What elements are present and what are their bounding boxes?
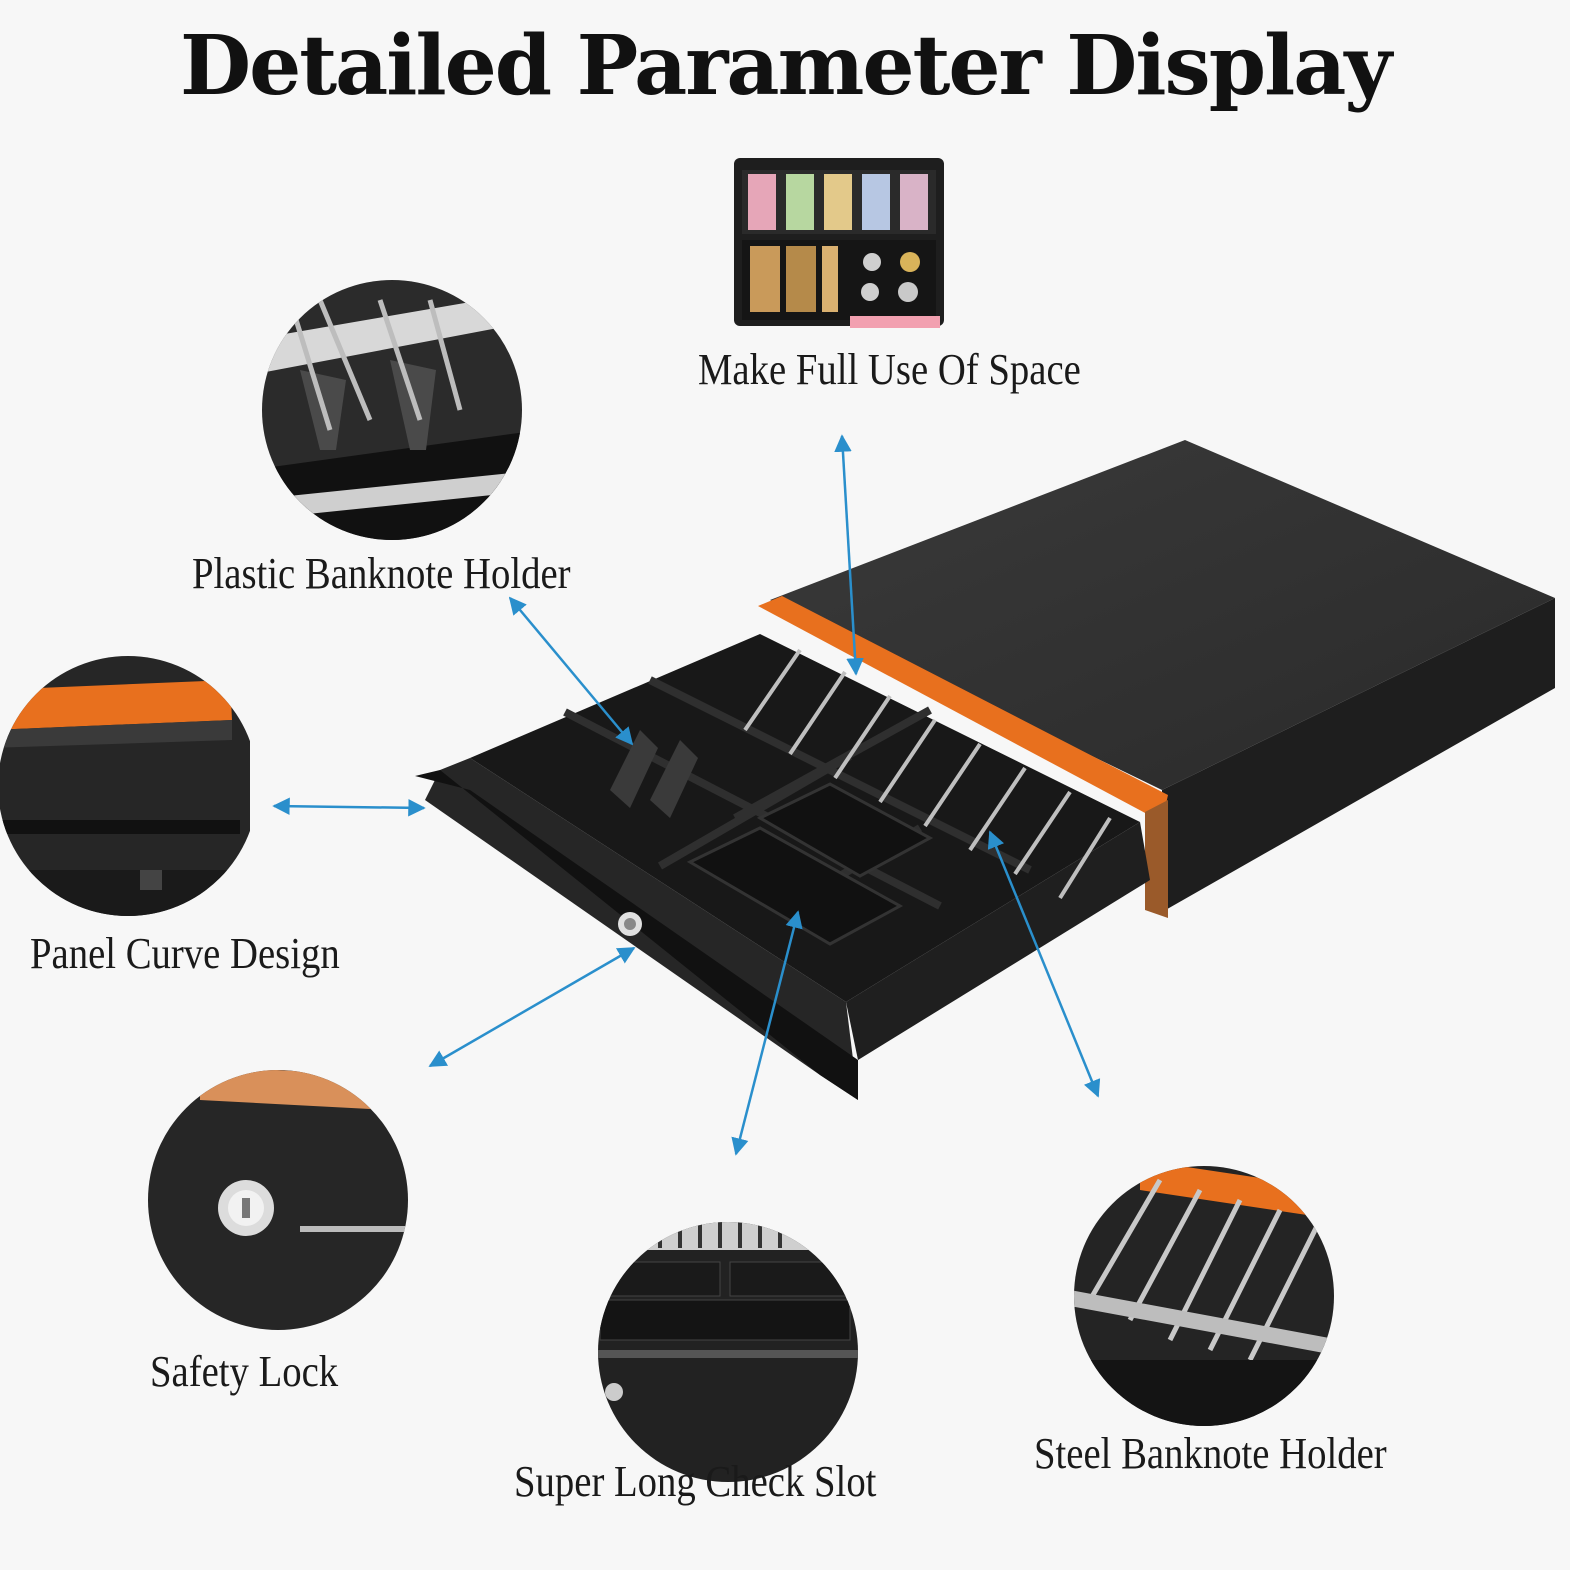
full-space-photo xyxy=(734,158,944,328)
plastic-holder-closeup xyxy=(262,280,522,540)
label-steel-banknote-holder: Steel Banknote Holder xyxy=(1034,1429,1387,1478)
label-plastic-banknote-holder: Plastic Banknote Holder xyxy=(192,549,571,598)
arrow-check-slot xyxy=(731,910,803,1156)
arrow-panel xyxy=(272,797,426,817)
callout-arrows xyxy=(272,434,1101,1156)
arrow-steel xyxy=(987,830,1101,1098)
label-make-full-use-of-space: Make Full Use Of Space xyxy=(698,345,1081,394)
label-super-long-check-slot: Super Long Check Slot xyxy=(514,1457,877,1506)
safety-lock-closeup xyxy=(148,1070,408,1330)
arrow-space xyxy=(834,434,864,676)
page-title: Detailed Parameter Display xyxy=(180,18,1392,114)
label-safety-lock: Safety Lock xyxy=(150,1347,339,1396)
check-slot-closeup xyxy=(598,1222,858,1482)
label-panel-curve-design: Panel Curve Design xyxy=(30,929,340,978)
cash-drawer xyxy=(415,440,1555,1100)
arrow-plastic xyxy=(508,596,634,746)
steel-holder-closeup xyxy=(1074,1166,1334,1426)
panel-curve-closeup xyxy=(0,656,258,916)
arrow-lock xyxy=(428,946,636,1068)
